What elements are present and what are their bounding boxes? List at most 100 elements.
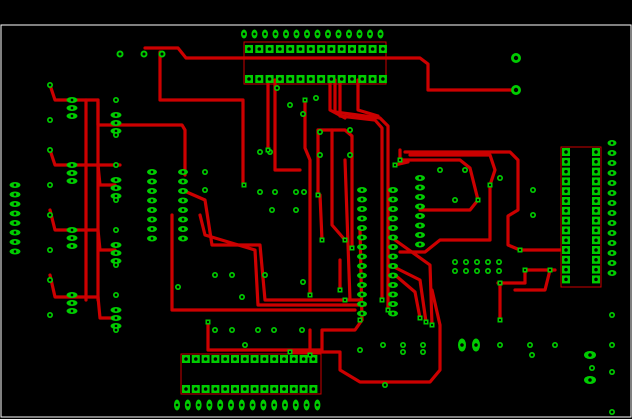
via: [400, 349, 406, 355]
connector-pin-left: [9, 220, 21, 226]
trace-pad: [337, 287, 343, 293]
header-pin-right: [592, 148, 600, 156]
header-pin-top: [275, 75, 284, 83]
trace-pad: [379, 297, 385, 303]
connector-pin-left: [9, 191, 21, 198]
trace-34: [388, 263, 428, 324]
component-pin: [66, 227, 78, 233]
ic-pin: [388, 234, 398, 241]
ic-pin: [415, 232, 425, 238]
ic-pin: [147, 207, 157, 213]
ic-pin: [178, 235, 188, 242]
trace-22: [96, 295, 117, 320]
header-pin-right-outer: [607, 190, 617, 196]
header-pin-top: [358, 75, 367, 83]
trace-pad: [397, 157, 403, 163]
via: [485, 268, 491, 274]
via: [317, 152, 323, 158]
via: [452, 259, 458, 265]
via: [274, 85, 280, 91]
trace-16: [48, 208, 100, 232]
ic-pin: [388, 301, 398, 307]
component-pin: [472, 338, 480, 352]
via: [347, 152, 353, 158]
via: [287, 102, 293, 108]
header-pin-right: [592, 197, 600, 205]
via: [497, 342, 503, 348]
component-pin: [66, 162, 78, 168]
via: [47, 182, 53, 188]
header-pin-right: [592, 246, 600, 254]
via: [271, 327, 277, 333]
via: [175, 284, 181, 290]
header-pin-right: [592, 265, 600, 274]
ic-pin: [388, 272, 398, 279]
header-pin-right: [592, 226, 600, 235]
header-pin-top: [368, 45, 377, 53]
header-pin-right: [562, 206, 570, 215]
header-pin-top-upper: [272, 29, 279, 39]
ic-pin: [415, 175, 425, 181]
ic-pin: [388, 215, 398, 222]
header-pin-right: [562, 187, 570, 196]
trace-29: [288, 288, 442, 384]
header-pin-top: [265, 75, 274, 83]
trace-pad: [319, 237, 325, 243]
trace-pad: [522, 267, 528, 273]
silkscreen-layer: [180, 41, 602, 395]
header-pin-right: [562, 177, 570, 186]
header-pin-top: [286, 45, 295, 53]
via: [272, 189, 278, 195]
component-pin: [66, 170, 78, 176]
ic-pin: [415, 184, 425, 191]
trace-pad: [342, 297, 348, 303]
header-pin-top-upper: [304, 29, 310, 39]
header-pin-bottom: [289, 355, 298, 363]
trace-14: [48, 83, 100, 102]
via: [239, 294, 245, 300]
header-pin-top-upper: [262, 29, 268, 39]
trace-26: [198, 213, 367, 307]
component-pin: [66, 243, 78, 249]
trace-pad: [287, 349, 293, 355]
via: [262, 272, 268, 278]
trace-pad: [517, 247, 523, 253]
via: [212, 272, 218, 278]
trace-35: [393, 273, 422, 320]
header-pin-bottom: [309, 355, 318, 363]
header-outline-top: [243, 41, 387, 85]
header-pin-top: [378, 45, 387, 53]
trace-33: [393, 238, 434, 327]
component-pin: [458, 338, 466, 352]
header-pin-top: [306, 45, 315, 53]
trace-pad: [342, 237, 348, 243]
via: [113, 197, 119, 203]
header-pin-right: [592, 216, 600, 225]
via: [609, 409, 615, 415]
header-pin-bottom: [231, 355, 239, 363]
via: [301, 189, 307, 195]
ic-pin: [357, 263, 367, 269]
via: [158, 50, 166, 58]
header-pin-bottom: [211, 355, 220, 363]
component-pin: [66, 178, 78, 184]
header-pin-right: [592, 236, 600, 245]
trace-layer: [48, 46, 562, 384]
ic-pin: [357, 196, 367, 203]
via: [293, 207, 299, 213]
trace-pad: [315, 192, 321, 198]
connector-pin-left: [9, 229, 21, 236]
via: [47, 312, 53, 318]
connector-pin-left: [9, 248, 21, 255]
ic-pin: [147, 216, 157, 223]
header-pin-right: [562, 246, 570, 254]
ic-pin: [178, 226, 188, 232]
header-pin-top: [255, 45, 264, 53]
header-pin-right: [562, 157, 570, 166]
header-pin-bottom: [221, 355, 230, 363]
header-pin-top: [337, 75, 346, 83]
trace-pad: [349, 245, 355, 251]
header-pin-bottom: [299, 355, 308, 363]
trace-37: [496, 268, 557, 285]
